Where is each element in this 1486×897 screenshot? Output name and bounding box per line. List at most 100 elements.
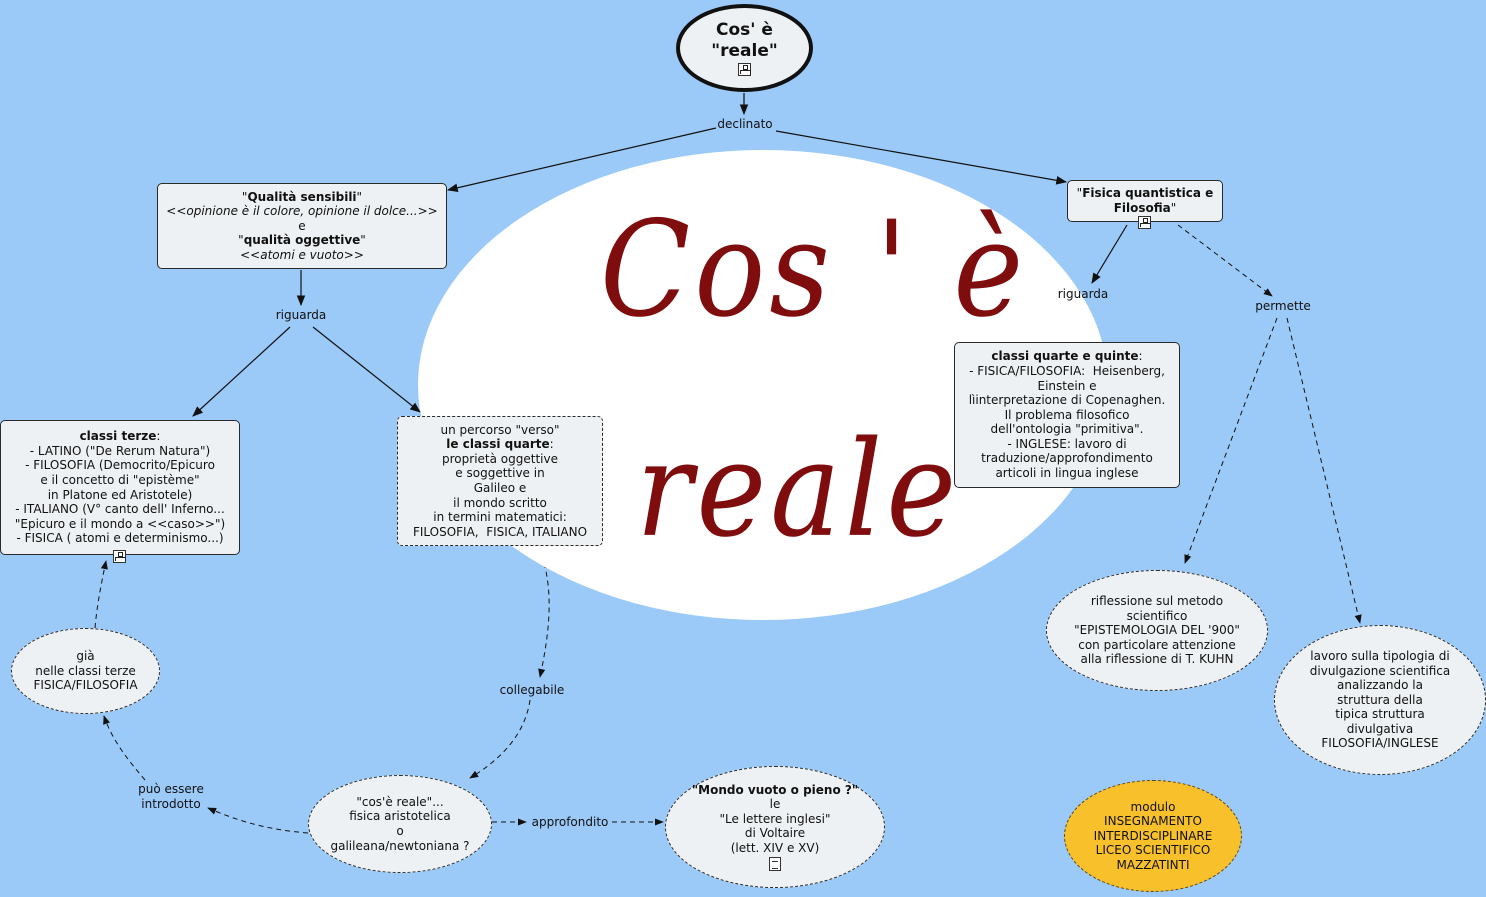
cosereale-line: o <box>396 824 404 838</box>
root-line1: Cos' è <box>716 20 773 40</box>
cosereale-line: "cos'è reale"... <box>356 794 444 809</box>
percorso-title: le classi quarte <box>446 437 550 452</box>
classi-quarte-title: classi quarte e quinte <box>991 349 1139 364</box>
riflessione-line: con particolare attenzione <box>1078 637 1236 652</box>
classi-terze-line: - FISICA ( atomi e determinismo...) <box>16 531 224 546</box>
modulo-line: modulo <box>1130 799 1176 814</box>
node-classi-quarte-quinte[interactable]: classi quarte e quinte: - FISICA/FILOSOF… <box>954 342 1180 488</box>
mondo-line: (lett. XIV e XV) <box>730 840 820 855</box>
classi-quarte-line: articoli in lingua inglese <box>995 466 1139 481</box>
classi-quarte-line: lìinterpretazione di Copenaghen. <box>968 393 1166 408</box>
node-modulo-insegnamento[interactable]: modulo INSEGNAMENTO INTERDISCIPLINARE LI… <box>1064 780 1242 892</box>
node-percorso-classi-quarte[interactable]: un percorso "verso" le classi quarte: pr… <box>397 416 603 546</box>
link-label-riguarda-right: riguarda <box>1057 287 1109 301</box>
document-icon[interactable] <box>769 857 781 872</box>
node-riflessione-metodo[interactable]: riflessione sul metodo scientifico "EPIS… <box>1046 570 1268 691</box>
link-collegabile-cosereale <box>469 699 531 779</box>
modulo-line: INSEGNAMENTO <box>1104 814 1202 829</box>
classi-terze-line: - LATINO ("De Rerum Natura") <box>29 443 211 458</box>
percorso-line: e soggettive in <box>455 466 545 481</box>
lavoro-line: struttura della <box>1337 692 1423 707</box>
lavoro-line: tipica struttura <box>1335 707 1425 722</box>
classi-quarte-line: - INGLESE: lavoro di <box>1007 436 1127 451</box>
lavoro-line: analizzando la <box>1337 678 1423 693</box>
qualita-oggettive-title: qualità oggettive <box>243 233 361 248</box>
concept-map-icon[interactable] <box>738 63 751 76</box>
riflessione-line: scientifico <box>1126 608 1188 623</box>
lavoro-line: divulgazione scientifica <box>1309 663 1451 678</box>
modulo-line: MAZZATINTI <box>1116 857 1190 872</box>
mondo-line: le <box>769 797 781 812</box>
classi-quarte-line: traduzione/approfondimento <box>981 451 1153 466</box>
link-declinato-qualita <box>446 127 717 193</box>
cosereale-line: galileana/newtoniana ? <box>330 838 470 853</box>
modulo-line: INTERDISCIPLINARE <box>1093 828 1213 843</box>
link-label-riguarda-left: riguarda <box>275 308 327 322</box>
link-label-declinato: declinato <box>717 117 773 131</box>
link-gia-terze <box>94 560 108 629</box>
classi-terze-line: - ITALIANO (V° canto dell' Inferno... <box>15 502 225 517</box>
link-label-puo-essere-introdotto: può essere introdotto <box>138 782 204 811</box>
link-riguarda-percorso <box>312 326 421 413</box>
link-permette-riflessione <box>1184 317 1278 564</box>
percorso-line: il mondo scritto <box>453 495 547 510</box>
gia-line: FISICA/FILOSOFIA <box>33 678 138 693</box>
link-fisica-permette <box>1177 224 1273 297</box>
qualita-quote-2: <<atomi e vuoto>> <box>240 247 364 262</box>
gia-line: nelle classi terze <box>35 663 136 678</box>
link-fisica-riguarda <box>1091 224 1128 284</box>
classi-terze-line: - FILOSOFIA (Democrito/Epicuro <box>25 458 215 473</box>
percorso-line: proprietà oggettive <box>442 451 558 466</box>
node-qualita-sensibili[interactable]: "Qualità sensibili" <<opinione è il colo… <box>157 183 447 269</box>
lavoro-line: FILOSOFIA/INGLESE <box>1321 736 1439 751</box>
classi-quarte-line: Einstein e <box>1037 378 1097 393</box>
riflessione-line: alla riflessione di T. KUHN <box>1080 652 1234 667</box>
mondo-title: "Mondo vuoto o pieno ?" <box>691 782 859 797</box>
link-declinato-fisica <box>775 130 1068 185</box>
node-fisica-quantistica[interactable]: "Fisica quantistica e Filosofia" <box>1067 180 1223 222</box>
mondo-line: di Voltaire <box>744 826 806 841</box>
node-cos-e-reale[interactable]: "cos'è reale"... fisica aristotelica o g… <box>308 775 492 873</box>
link-permette-lavoro <box>1286 317 1362 624</box>
riflessione-line: "EPISTEMOLOGIA DEL '900" <box>1074 623 1240 638</box>
watermark-title-line1: Cos ' è <box>600 191 1028 347</box>
percorso-line: Galileo e <box>473 481 527 495</box>
link-cosereale-introdotto <box>207 807 309 834</box>
link-riguarda-terze <box>192 326 291 417</box>
root-line2: "reale" <box>711 41 778 61</box>
classi-terze-title: classi terze <box>79 429 157 444</box>
node-gia-classi-terze[interactable]: già nelle classi terze FISICA/FILOSOFIA <box>11 628 160 714</box>
percorso-line1: un percorso "verso" <box>440 422 560 437</box>
lavoro-line: lavoro sulla tipologia di <box>1310 648 1450 663</box>
root-node[interactable]: Cos' è "reale" <box>676 4 813 92</box>
fisica-line2: Filosofia <box>1113 201 1171 215</box>
link-label-approfondito: approfondito <box>531 815 609 829</box>
percorso-line: in termini matematici: <box>433 510 567 525</box>
node-classi-terze[interactable]: classi terze: - LATINO ("De Rerum Natura… <box>0 420 240 555</box>
classi-quarte-line: Il problema filosofico <box>1004 407 1130 422</box>
link-percorso-collegabile <box>537 545 550 678</box>
concept-map-icon[interactable] <box>1138 216 1151 229</box>
qualita-quote-1: <<opinione è il colore, opinione il dolc… <box>166 204 438 219</box>
classi-terze-line: e il concetto di "epistème" <box>40 472 200 487</box>
lavoro-line: divulgativa <box>1346 721 1414 736</box>
percorso-line: FILOSOFIA, FISICA, ITALIANO <box>412 524 588 539</box>
classi-terze-line: in Platone ed Aristotele) <box>47 487 193 502</box>
node-lavoro-divulgazione[interactable]: lavoro sulla tipologia di divulgazione s… <box>1274 625 1486 775</box>
riflessione-line: riflessione sul metodo <box>1090 594 1224 609</box>
mondo-line: "Le lettere inglesi" <box>719 811 831 826</box>
concept-map-icon[interactable] <box>113 550 126 563</box>
classi-terze-line: "Epicuro e il mondo a <<caso>>") <box>14 516 226 531</box>
link-label-permette: permette <box>1255 299 1311 313</box>
link-label-collegabile: collegabile <box>499 683 565 697</box>
modulo-line: LICEO SCIENTIFICO <box>1095 843 1211 858</box>
watermark-title-line2: reale <box>636 411 961 567</box>
gia-line: già <box>76 649 95 664</box>
link-introdotto-gia <box>103 715 146 781</box>
node-mondo-vuoto[interactable]: "Mondo vuoto o pieno ?" le "Le lettere i… <box>665 766 885 888</box>
classi-quarte-line: dell'ontologia "primitiva". <box>990 422 1144 437</box>
cosereale-line: fisica aristotelica <box>349 809 451 824</box>
fisica-line1: Fisica quantistica e <box>1082 186 1214 201</box>
qualita-conjunction: e <box>298 218 306 233</box>
